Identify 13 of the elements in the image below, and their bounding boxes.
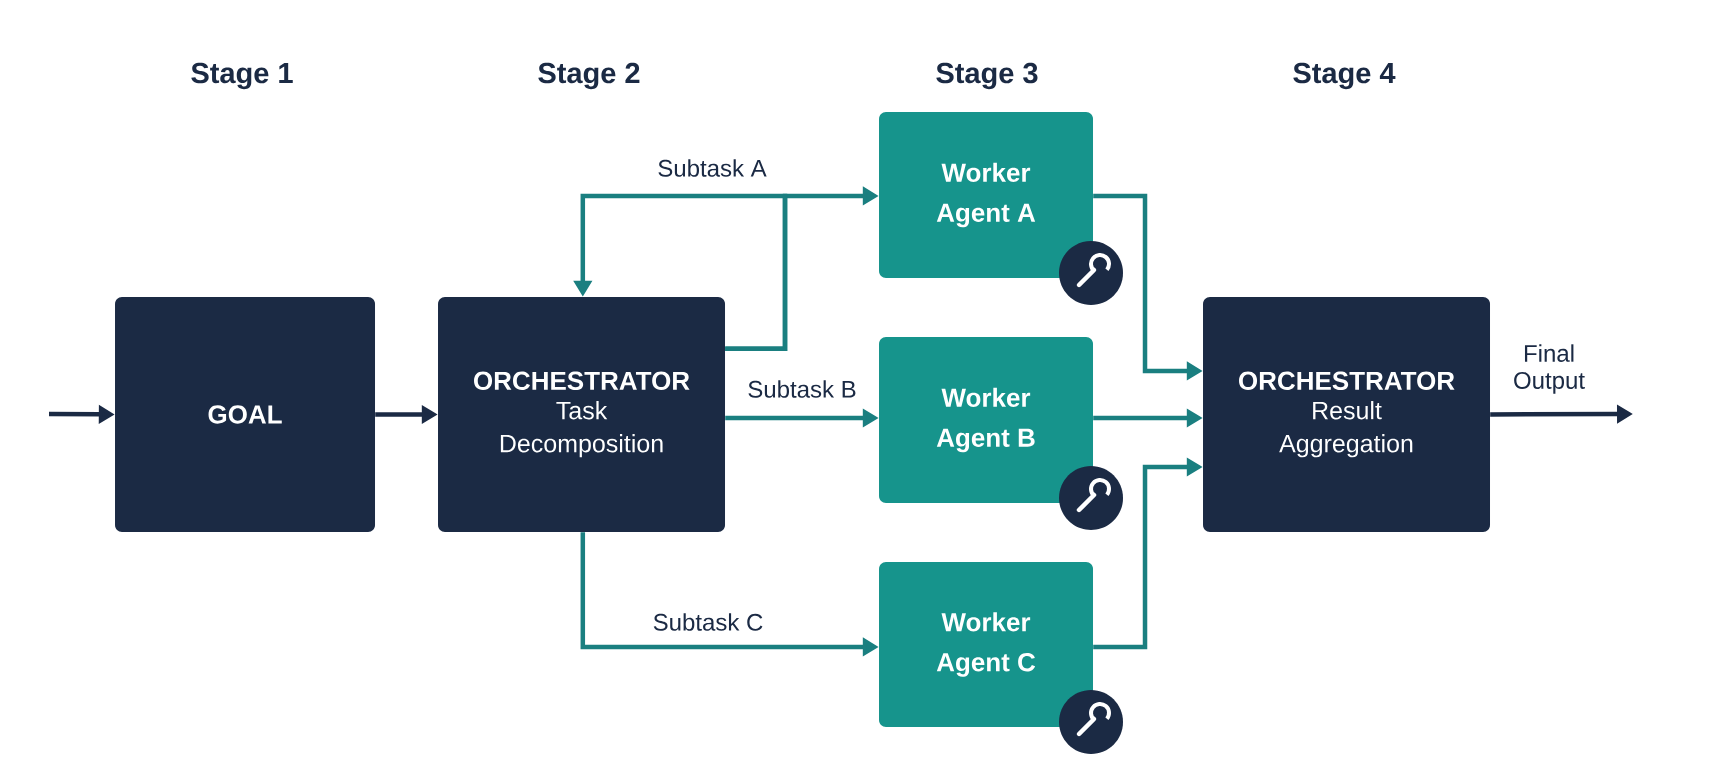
worker-box: Worker Agent B	[879, 337, 1093, 503]
stage-label: Stage 2	[538, 62, 640, 90]
worker-box: Worker Agent A	[879, 112, 1093, 278]
worker-box: Worker Agent C	[879, 562, 1093, 727]
stage-label: Stage 4	[1293, 62, 1396, 90]
edge-label: Subtask A	[656, 158, 768, 178]
process-box: ORCHESTRATOR Task Decomposition	[438, 297, 725, 532]
edge-label: Subtask C	[651, 612, 765, 632]
edge-label: Final Output	[1508, 343, 1590, 395]
stage-label: Stage 1	[191, 62, 293, 90]
process-box: ORCHESTRATOR Result Aggregation	[1203, 297, 1490, 532]
process-box: GOAL	[115, 297, 375, 532]
edge-label: Subtask B	[746, 379, 858, 399]
